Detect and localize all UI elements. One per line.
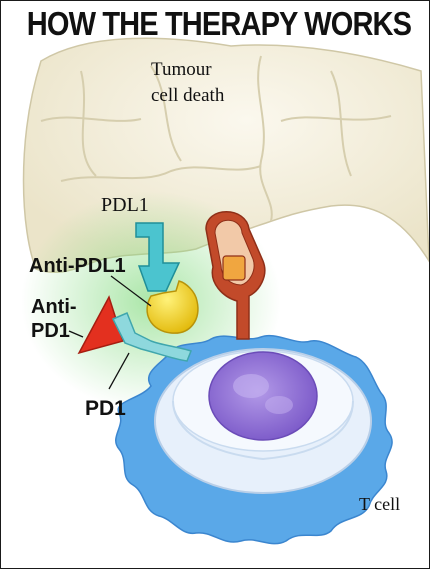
label-anti-pd1: Anti- PD1 <box>31 296 77 342</box>
label-pdl1: PDL1 <box>101 194 149 216</box>
label-tumour-cell-death: Tumour cell death <box>151 59 225 106</box>
t-cell <box>115 334 393 545</box>
label-pd1: PD1 <box>85 397 126 420</box>
page-title: HOW THE THERAPY WORKS <box>26 5 412 42</box>
label-leader-lines <box>68 275 152 390</box>
label-anti-pdl1: Anti-PDL1 <box>29 255 126 277</box>
t-cell-receptor <box>205 211 266 340</box>
pd1-protein <box>111 312 192 362</box>
anti-pdl1-antibody <box>146 280 199 334</box>
t-cell-nucleus <box>208 351 318 441</box>
pdl1-protein <box>135 222 181 292</box>
label-t-cell: T cell <box>359 494 401 514</box>
